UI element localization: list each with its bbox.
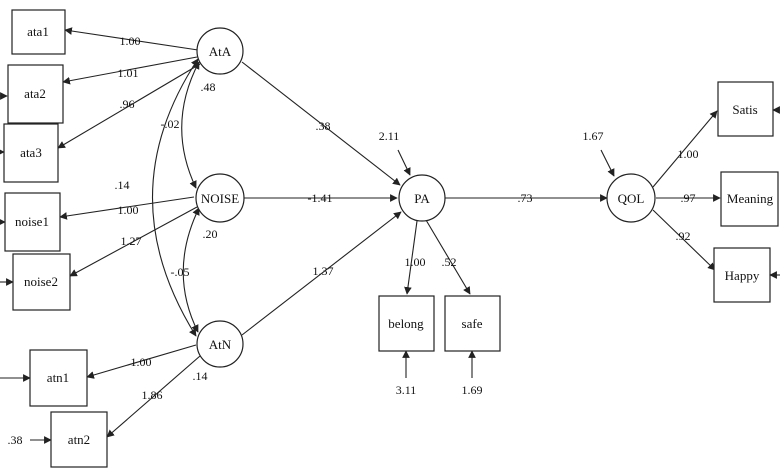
- coef-atn-atn1: 1.00: [131, 355, 152, 369]
- box-safe: [444, 295, 501, 352]
- coef-ata-pa: .38: [316, 119, 331, 133]
- label-ata3: ata3: [20, 145, 42, 160]
- box-happy: [713, 247, 771, 303]
- coef-var-atn: .14: [193, 369, 208, 383]
- label-belong: belong: [388, 316, 424, 331]
- coef-qol-satis: 1.00: [678, 147, 699, 161]
- coef-pa-safe: .52: [442, 255, 457, 269]
- cov-noise-atn: [182, 207, 200, 333]
- resid-arrow-qol: [600, 149, 615, 177]
- coef-var-ata: .48: [201, 80, 216, 94]
- coef-noise-noise1: 1.00: [118, 203, 139, 217]
- edge-pa-safe: [425, 219, 471, 295]
- coef-pa-qol: .73: [518, 191, 533, 205]
- label-satis: Satis: [732, 102, 757, 117]
- label-safe: safe: [462, 316, 483, 331]
- label-atn: AtN: [209, 337, 232, 352]
- label-noise: NOISE: [201, 191, 239, 206]
- edge-atn-pa: [241, 211, 402, 336]
- coef-belong-err: 3.11: [396, 383, 417, 397]
- edge-ata-pa: [241, 61, 401, 186]
- label-ata1: ata1: [27, 24, 49, 39]
- edge-ata-ata3: [57, 63, 201, 149]
- circle-qol: [606, 173, 656, 223]
- cov-ata-atn: [151, 58, 199, 337]
- label-happy: Happy: [725, 268, 760, 283]
- label-atn1: atn1: [47, 370, 69, 385]
- box-satis: [717, 81, 774, 137]
- edge-noise-noise1: [59, 196, 195, 220]
- box-belong: [378, 295, 435, 352]
- label-atn2: atn2: [68, 432, 90, 447]
- coef-var-noise: .20: [203, 227, 218, 241]
- label-pa: PA: [414, 191, 430, 206]
- resid-arrow-pa: [397, 149, 411, 176]
- box-atn1: [29, 349, 88, 407]
- coef-noise-pa: -1.41: [308, 191, 333, 205]
- circle-atn: [196, 320, 244, 368]
- coef-cov-noise-atn: -.05: [171, 265, 190, 279]
- box-noise1: [4, 192, 61, 252]
- coef-ata-ata1: 1.00: [120, 34, 141, 48]
- coef-qol-happy: .92: [676, 229, 691, 243]
- circle-pa: [398, 174, 446, 222]
- box-ata2: [7, 64, 64, 124]
- circle-ata: [196, 27, 244, 75]
- edge-pa-belong: [404, 220, 418, 295]
- edge-qol-satis: [652, 110, 718, 188]
- coef-safe-err: 1.69: [462, 383, 483, 397]
- box-ata3: [3, 123, 59, 183]
- label-qol: QOL: [618, 191, 645, 206]
- coef-qol-meaning: .97: [681, 191, 696, 205]
- coef-atn2-err: .38: [8, 433, 23, 447]
- coef-atn-pa: 1.37: [313, 264, 334, 278]
- edge-atn-atn2: [106, 355, 201, 438]
- edge-ata-ata1: [64, 27, 199, 51]
- edge-ata-ata2: [62, 56, 198, 85]
- box-atn2: [50, 411, 108, 468]
- label-ata2: ata2: [24, 86, 46, 101]
- coef-qol-resid: 1.67: [583, 129, 604, 143]
- coef-pa-resid: 2.11: [379, 129, 400, 143]
- coef-noise-noise2: 1.27: [121, 234, 142, 248]
- label-ata: AtA: [209, 44, 232, 59]
- edge-noise-noise2: [69, 206, 198, 277]
- edge-qol-happy: [652, 209, 716, 271]
- coef-cov-ata-atn: .14: [115, 178, 130, 192]
- edge-atn-atn1: [86, 344, 197, 379]
- coef-pa-belong: 1.00: [405, 255, 426, 269]
- coef-ata-ata3: .96: [120, 97, 135, 111]
- box-ata1: [11, 9, 66, 55]
- label-noise2: noise2: [24, 274, 58, 289]
- coef-atn-atn2: 1.86: [142, 388, 163, 402]
- label-noise1: noise1: [15, 214, 49, 229]
- box-noise2: [12, 253, 71, 311]
- coef-cov-ata-noise: -.02: [161, 117, 180, 131]
- coef-ata-ata2: 1.01: [118, 66, 139, 80]
- box-meaning: [720, 171, 779, 227]
- circle-noise: [195, 173, 245, 223]
- label-meaning: Meaning: [727, 191, 774, 206]
